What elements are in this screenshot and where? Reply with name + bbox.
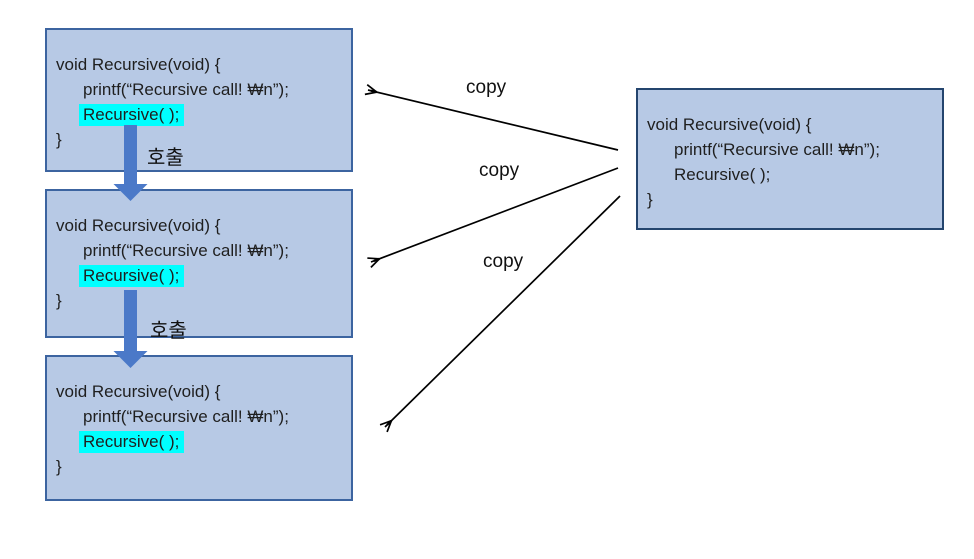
code-line: } [647,190,653,209]
highlighted-recursive-call: Recursive( ); [79,265,185,287]
code-box-call-3: void Recursive(void) { printf(“Recursive… [45,355,353,501]
call-label-1: 호출 [147,147,184,169]
highlighted-recursive-call: Recursive( ); [79,431,185,453]
code-box-call-1: void Recursive(void) { printf(“Recursive… [45,28,353,172]
code-line: void Recursive(void) { [56,382,221,401]
call-label-2: 호출 [150,320,187,342]
copy-arrow-3 [379,195,621,433]
code-line: printf(“Recursive call! ₩n”); [674,140,880,159]
code-line: void Recursive(void) { [647,115,812,134]
code-line: printf(“Recursive call! ₩n”); [83,407,289,426]
code-line: Recursive( ); [674,165,771,184]
code-line: void Recursive(void) { [56,55,221,74]
code-line: } [56,291,62,310]
code-line: Recursive( ); [79,429,351,454]
code-line: } [56,457,62,476]
copy-label-3: copy [483,251,524,272]
code-line: printf(“Recursive call! ₩n”); [83,241,289,260]
code-box-source: void Recursive(void) { printf(“Recursive… [636,88,944,230]
highlighted-recursive-call: Recursive( ); [79,104,185,126]
copy-arrow-1 [364,84,619,151]
code-line: Recursive( ); [79,102,351,127]
copy-arrow-2 [367,167,619,268]
copy-label-2: copy [479,160,520,181]
code-line: void Recursive(void) { [56,216,221,235]
code-line: } [56,130,62,149]
code-box-call-2: void Recursive(void) { printf(“Recursive… [45,189,353,338]
code-line: printf(“Recursive call! ₩n”); [83,80,289,99]
copy-label-1: copy [466,77,507,98]
code-line: Recursive( ); [79,263,351,288]
